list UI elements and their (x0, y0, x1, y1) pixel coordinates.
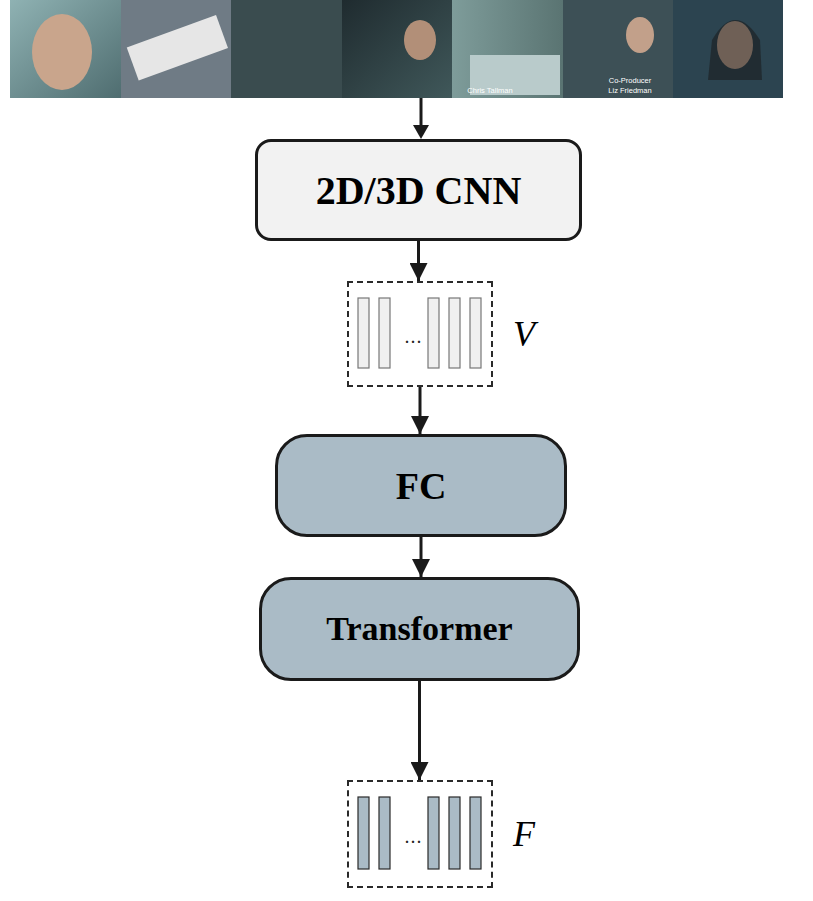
feature-sequence: …F (347, 780, 553, 888)
dashed-group: … (347, 780, 493, 888)
input-arrow (420, 98, 423, 126)
box-label: FC (396, 464, 447, 508)
frame (563, 0, 673, 98)
feature-bar (470, 797, 481, 869)
face (32, 14, 92, 90)
credit-caption: Liz Friedman (608, 86, 651, 95)
feature-symbol: V (513, 313, 535, 355)
hair (708, 20, 762, 80)
feature-bar (379, 298, 390, 368)
feature-sequence: …V (347, 281, 553, 387)
credit-caption: Co-Producer (609, 76, 652, 85)
ellipsis: … (404, 326, 422, 347)
frame (10, 0, 121, 98)
feature-bar (449, 797, 460, 869)
feature-symbol: F (513, 813, 535, 855)
feature-bar (358, 797, 369, 869)
feature-bar (379, 797, 390, 869)
flow-arrow (417, 241, 420, 281)
ellipsis: … (404, 826, 422, 847)
dashed-group: … (347, 281, 493, 387)
frame (231, 0, 342, 98)
flow-arrow (419, 387, 422, 434)
frame (342, 0, 452, 98)
flow-arrow (418, 681, 421, 780)
process-box: FC (275, 434, 567, 537)
face (626, 17, 654, 53)
flow-arrow (420, 537, 423, 577)
frame (673, 0, 783, 98)
feature-bar (449, 298, 460, 368)
feature-bar (358, 298, 369, 368)
feature-bar (428, 298, 439, 368)
process-box: 2D/3D CNN (255, 139, 582, 241)
process-box: Transformer (259, 577, 580, 681)
feature-bar (428, 797, 439, 869)
feature-bar (470, 298, 481, 368)
wristband (127, 15, 228, 80)
frame (121, 0, 231, 98)
arrow-head (413, 125, 429, 139)
credit-caption: Chris Tallman (467, 86, 512, 95)
frame (452, 0, 563, 98)
box-label: Transformer (326, 610, 512, 648)
box-label: 2D/3D CNN (316, 167, 522, 214)
face (404, 20, 436, 60)
